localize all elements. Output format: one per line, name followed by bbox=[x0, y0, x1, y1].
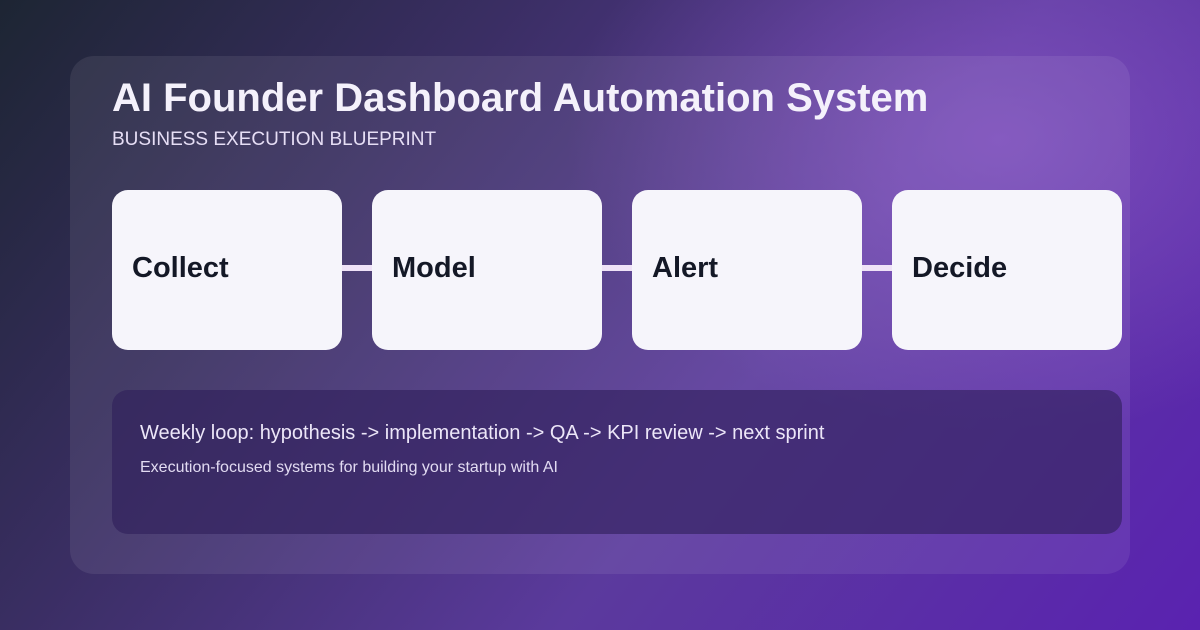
page-subtitle: BUSINESS EXECUTION BLUEPRINT bbox=[112, 129, 437, 150]
page-title: AI Founder Dashboard Automation System bbox=[112, 76, 929, 120]
connector-alert-decide bbox=[862, 265, 892, 271]
weekly-loop-panel: Weekly loop: hypothesis -> implementatio… bbox=[112, 390, 1122, 534]
connector-model-alert bbox=[602, 265, 632, 271]
step-label: Alert bbox=[652, 252, 719, 284]
step-collect: Collect bbox=[112, 190, 342, 350]
step-alert: Alert bbox=[632, 190, 862, 350]
step-label: Collect bbox=[132, 252, 229, 284]
connector-collect-model bbox=[342, 265, 372, 271]
step-label: Model bbox=[392, 252, 476, 284]
step-model: Model bbox=[372, 190, 602, 350]
step-label: Decide bbox=[912, 252, 1008, 284]
tagline-text: Execution-focused systems for building y… bbox=[140, 459, 558, 476]
weekly-loop-text: Weekly loop: hypothesis -> implementatio… bbox=[140, 422, 825, 444]
step-decide: Decide bbox=[892, 190, 1122, 350]
